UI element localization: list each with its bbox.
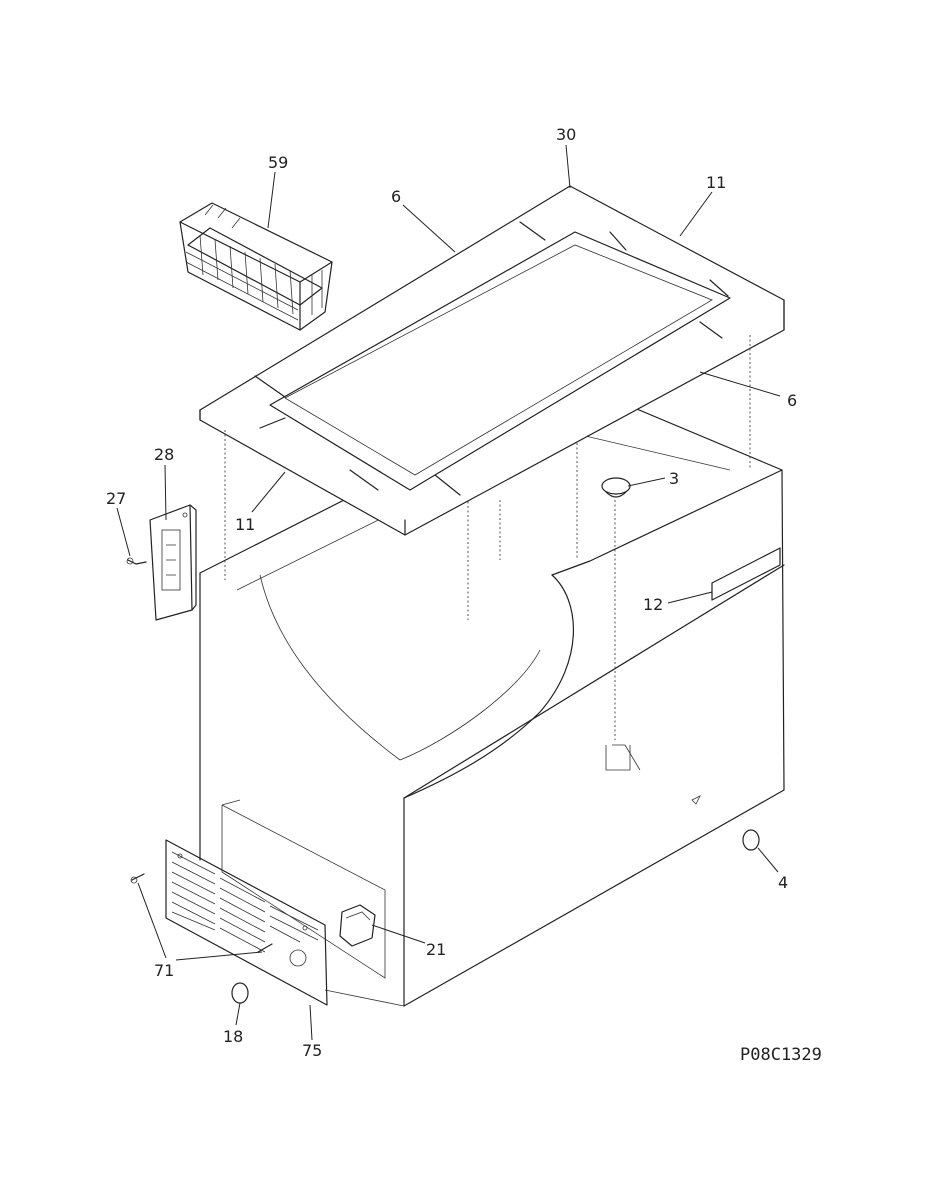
callout-28: 28 <box>154 445 174 464</box>
leader-lines <box>116 144 781 1041</box>
callout-27: 27 <box>106 489 126 508</box>
callout-18: 18 <box>223 1027 243 1046</box>
callout-4: 4 <box>778 873 788 892</box>
grille-screws-part <box>130 873 273 953</box>
callout-6-right: 6 <box>787 391 797 410</box>
callout-71: 71 <box>154 961 174 980</box>
callout-11-top: 11 <box>706 173 726 192</box>
callout-21: 21 <box>426 940 446 959</box>
callout-59: 59 <box>268 153 288 172</box>
diagram-code: P08C1329 <box>740 1045 822 1065</box>
leveling-leg-part <box>231 982 249 1004</box>
callout-labels: 30 59 6 11 6 3 28 27 11 12 4 21 71 18 75 <box>106 125 797 1060</box>
callout-30: 30 <box>556 125 576 144</box>
hinge-part <box>149 504 197 621</box>
breaker-strip-frame <box>199 185 785 536</box>
callout-6-top: 6 <box>391 187 401 206</box>
serial-label-part <box>711 547 781 601</box>
callout-3: 3 <box>669 469 679 488</box>
assembly-guide-lines <box>224 335 751 740</box>
callout-11-left: 11 <box>235 515 255 534</box>
grille-part <box>165 839 328 1006</box>
bumper-part <box>742 829 760 851</box>
wire-basket-part <box>179 202 333 331</box>
hinge-screw-part <box>126 557 147 565</box>
switch-part <box>339 904 376 947</box>
callout-75: 75 <box>302 1041 322 1060</box>
drain-plug-part <box>601 477 641 771</box>
callout-12: 12 <box>643 595 663 614</box>
